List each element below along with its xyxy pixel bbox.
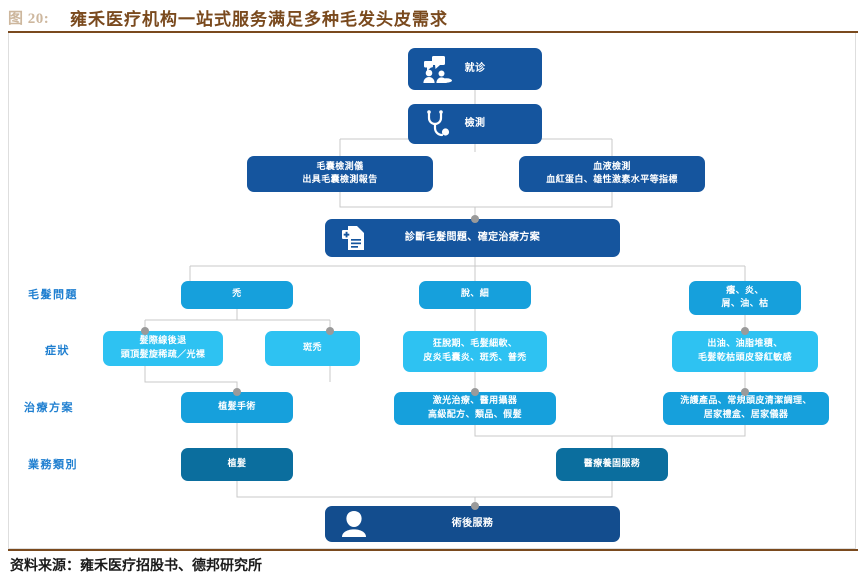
node-diagnose[interactable]: 診斷毛髮問題、確定治療方案	[325, 219, 620, 257]
node-exam-blood-label: 血液檢測 血紅蛋白、雄性激素水平等指標	[546, 161, 678, 185]
node-exam-follicle[interactable]: 毛囊檢測儀 出具毛囊檢測報告	[247, 156, 433, 192]
node-symptom-alopecia-areata-label: 斑禿	[303, 342, 322, 353]
node-treatment-care-products-label: 洗護產品、常規頭皮清潔調理、 居家禮盒、居家儀器	[680, 396, 812, 420]
node-problem-bald[interactable]: 禿	[181, 281, 293, 309]
node-problem-itch-inflam-label: 癢、炎、 屑、油、枯	[721, 285, 769, 309]
node-symptom-oily-scalp-label: 出油、油脂堆積、 毛髮乾枯頭皮發紅敏感	[697, 339, 792, 363]
node-exam[interactable]: 檢測	[408, 104, 542, 144]
connector-dot	[233, 388, 241, 396]
node-problem-itch-inflam[interactable]: 癢、炎、 屑、油、枯	[689, 281, 801, 315]
connector-dot	[741, 327, 749, 335]
row-label-hair-problem: 毛髮問題	[28, 288, 78, 301]
node-treatment-transplant-surgery[interactable]: 植髮手術	[181, 392, 293, 423]
connector-dot	[741, 388, 749, 396]
node-exam-blood[interactable]: 血液檢測 血紅蛋白、雄性激素水平等指標	[519, 156, 705, 192]
connector-dot	[471, 502, 479, 510]
row-label-business-type: 業務類別	[28, 458, 78, 471]
stethoscope-icon	[420, 107, 454, 141]
node-visit[interactable]: 就诊	[408, 48, 542, 90]
node-aftercare[interactable]: 術後服務	[325, 506, 620, 542]
top-rule	[8, 31, 858, 33]
node-symptom-hairline-label: 髮際線後退 頭頂髮旋稀疏／光裸	[120, 336, 206, 360]
node-business-transplant[interactable]: 植髮	[181, 448, 293, 481]
node-diagnose-label: 診斷毛髮問題、確定治療方案	[404, 231, 541, 243]
figure-frame	[8, 33, 856, 549]
node-business-transplant-label: 植髮	[227, 458, 247, 469]
node-problem-bald-label: 禿	[232, 289, 242, 300]
node-visit-label: 就诊	[464, 62, 486, 74]
node-symptom-shedding-phase-label: 狂脫期、毛髮細軟、 皮炎毛囊炎、斑禿、普禿	[423, 339, 527, 363]
node-business-medical-keep[interactable]: 醫療養固服務	[556, 448, 668, 481]
connector-dot	[141, 327, 149, 335]
page-title: 雍禾医疗机构一站式服务满足多种毛发头皮需求	[70, 10, 448, 29]
node-exam-label: 檢測	[464, 117, 486, 129]
node-problem-shed-thin-label: 脫、細	[460, 289, 490, 300]
node-exam-follicle-label: 毛囊檢測儀 出具毛囊檢測報告	[302, 161, 378, 185]
patient-icon	[337, 507, 371, 541]
node-symptom-oily-scalp[interactable]: 出油、油脂堆積、 毛髮乾枯頭皮發紅敏感	[672, 331, 818, 372]
medical-report-icon	[337, 221, 371, 255]
figure-header: 图 20: 雍禾医疗机构一站式服务满足多种毛发头皮需求	[0, 0, 866, 33]
connector-dot	[326, 327, 334, 335]
node-problem-shed-thin[interactable]: 脫、細	[419, 281, 531, 309]
source-note: 资料来源：雍禾医疗招股书、德邦研究所	[10, 559, 262, 574]
consultation-icon	[420, 52, 454, 86]
connector-dot	[471, 215, 479, 223]
node-business-medical-keep-label: 醫療養固服務	[583, 458, 641, 469]
row-label-treatment: 治療方案	[24, 401, 74, 414]
node-treatment-laser-device[interactable]: 激光治療、醫用攝器 高級配方、類品、假髮	[394, 392, 556, 425]
node-symptom-hairline[interactable]: 髮際線後退 頭頂髮旋稀疏／光裸	[103, 331, 223, 366]
bottom-rule	[8, 549, 858, 551]
node-symptom-shedding-phase[interactable]: 狂脫期、毛髮細軟、 皮炎毛囊炎、斑禿、普禿	[403, 331, 547, 372]
figure-number: 图 20:	[8, 11, 50, 27]
connector-dot	[471, 388, 479, 396]
node-treatment-transplant-surgery-label: 植髮手術	[218, 401, 256, 412]
row-label-symptom: 症狀	[45, 344, 70, 357]
node-symptom-alopecia-areata[interactable]: 斑禿	[265, 331, 360, 366]
node-treatment-care-products[interactable]: 洗護產品、常規頭皮清潔調理、 居家禮盒、居家儀器	[663, 392, 829, 425]
node-aftercare-label: 術後服務	[451, 517, 494, 529]
node-treatment-laser-device-label: 激光治療、醫用攝器 高級配方、類品、假髮	[427, 396, 522, 420]
